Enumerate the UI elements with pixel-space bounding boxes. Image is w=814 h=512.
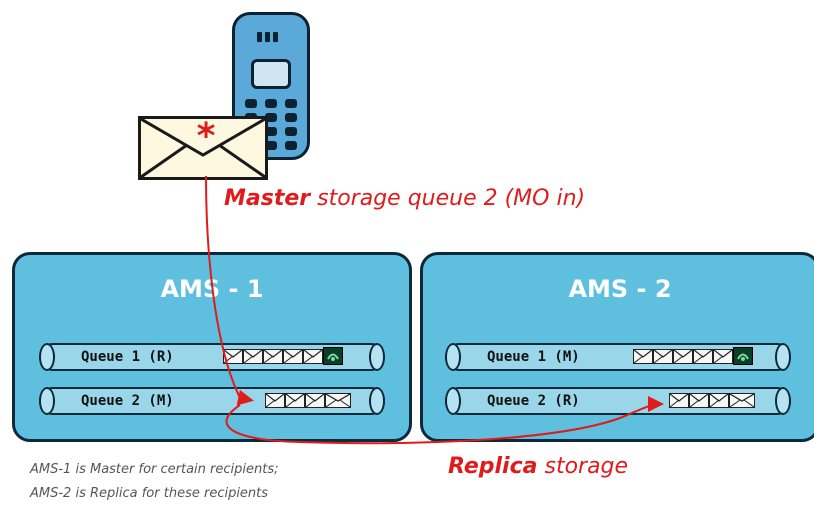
phone-key [285, 141, 297, 150]
footnote-line-2: AMS-2 is Replica for these recipients [30, 486, 269, 501]
receiver-icon [323, 347, 343, 365]
message-envelope-icon [669, 393, 689, 408]
ams-2-title: AMS - 2 [568, 275, 672, 303]
phone-key [285, 99, 297, 108]
queue-left-cap [445, 343, 461, 371]
queue-messages [633, 347, 753, 367]
message-envelope-icon [305, 393, 325, 408]
envelope-flap-icon [141, 119, 265, 177]
message-envelope-icon [693, 349, 713, 364]
queue-left-cap [39, 343, 55, 371]
ams-1-queue-2: Queue 2 (M) [39, 387, 385, 415]
message-envelope-icon [713, 349, 733, 364]
ams-1-box: AMS - 1 Queue 1 (R) Queue 2 (M) [12, 252, 412, 442]
ams-2-queue-1: Queue 1 (M) [445, 343, 791, 371]
message-envelope-icon [285, 393, 305, 408]
footnote-line-1: AMS-1 is Master for certain recipients; [30, 462, 279, 477]
queue-messages [669, 393, 755, 411]
phone-key [265, 99, 277, 108]
message-envelope-icon [283, 349, 303, 364]
receiver-icon [733, 347, 753, 365]
queue-messages [265, 393, 351, 411]
master-caption: Master storage queue 2 (MO in) [224, 186, 585, 211]
queue-right-cap [775, 387, 791, 415]
ams-2-queue-2: Queue 2 (R) [445, 387, 791, 415]
replica-description: storage [544, 454, 629, 479]
message-envelope-icon [673, 349, 693, 364]
phone-key [245, 99, 257, 108]
queue-label: Queue 1 (M) [487, 349, 580, 365]
message-envelope-icon [653, 349, 673, 364]
message-envelope-icon [633, 349, 653, 364]
replica-caption: Replica storage [448, 454, 628, 479]
message-envelope-icon [263, 349, 283, 364]
phone-key [265, 113, 277, 122]
asterisk-icon: * [196, 116, 216, 157]
queue-label: Queue 2 (R) [487, 393, 580, 409]
replica-label: Replica [448, 454, 538, 479]
queue-label: Queue 1 (R) [81, 349, 174, 365]
master-label: Master [224, 186, 311, 211]
message-envelope-icon [709, 393, 729, 408]
queue-left-cap [39, 387, 55, 415]
ams-1-title: AMS - 1 [160, 275, 264, 303]
ams-1-queue-1: Queue 1 (R) [39, 343, 385, 371]
phone-key [285, 127, 297, 136]
phone-key [265, 141, 277, 150]
ams-2-box: AMS - 2 Queue 1 (M) Queue 2 (R) [420, 252, 814, 442]
message-envelope-icon [689, 393, 709, 408]
queue-right-cap [369, 343, 385, 371]
phone-key [285, 113, 297, 122]
queue-right-cap [369, 387, 385, 415]
queue-left-cap [445, 387, 461, 415]
message-envelope-icon [325, 393, 351, 408]
envelope-icon: * [138, 116, 268, 180]
message-envelope-icon [265, 393, 285, 408]
message-envelope-icon [243, 349, 263, 364]
phone-screen [251, 59, 291, 89]
message-envelope-icon [223, 349, 243, 364]
footnote: AMS-1 is Master for certain recipients; … [30, 458, 279, 506]
master-description: storage queue 2 (MO in) [317, 186, 586, 211]
queue-label: Queue 2 (M) [81, 393, 174, 409]
phone-signal-bars [257, 27, 287, 42]
message-envelope-icon [729, 393, 755, 408]
phone-key [265, 127, 277, 136]
message-envelope-icon [303, 349, 323, 364]
queue-right-cap [775, 343, 791, 371]
queue-messages [223, 347, 343, 367]
